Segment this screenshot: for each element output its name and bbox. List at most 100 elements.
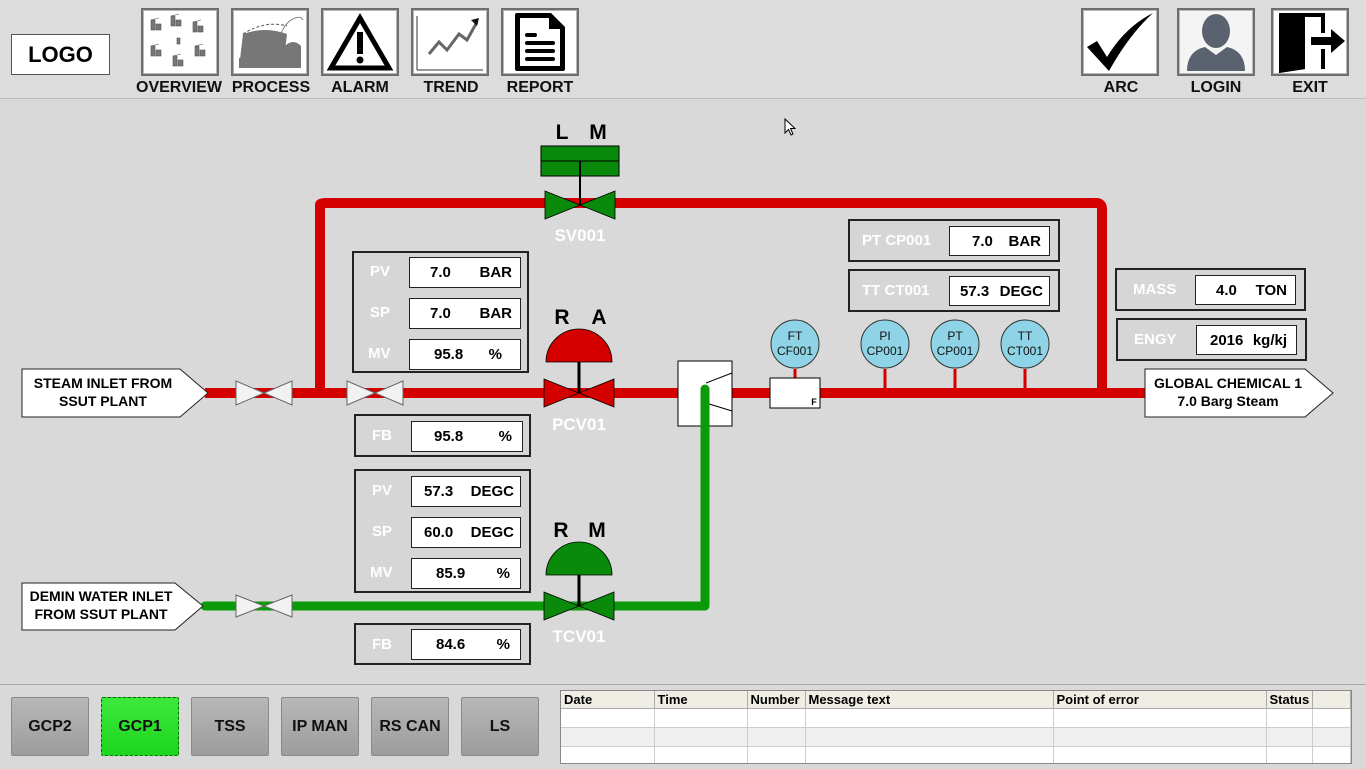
login-button[interactable] <box>1177 8 1255 76</box>
login-label: LOGIN <box>1190 79 1242 96</box>
arc-button[interactable] <box>1081 8 1159 76</box>
hand-valve[interactable] <box>235 594 293 618</box>
pcv01-mv-label: MV <box>368 345 391 362</box>
pcv01-mode-left: R <box>554 306 569 329</box>
tcv01-pv-field[interactable]: 57.3 DEGC <box>411 476 521 507</box>
svg-text:CP001: CP001 <box>867 344 904 358</box>
col-message-text[interactable]: Message text <box>805 691 1054 709</box>
engy-display: ENGY 2016 kg/kj <box>1116 318 1307 361</box>
outlet-line1: GLOBAL CHEMICAL 1 <box>1154 375 1302 391</box>
table-row[interactable] <box>561 727 1351 747</box>
pt-cp001-label: PT CP001 <box>862 232 932 249</box>
tab-tss[interactable]: TSS <box>191 697 269 756</box>
tab-gcp1[interactable]: GCP1 <box>101 697 179 756</box>
table-row[interactable] <box>561 708 1351 728</box>
tcv01-sp-field[interactable]: 60.0 DEGC <box>411 517 521 548</box>
instrument-tt-ct001[interactable]: TT CT001 <box>1000 319 1050 369</box>
tt-ct001-label: TT CT001 <box>862 282 930 299</box>
logo: LOGO <box>11 34 110 75</box>
instrument-pi-cp001[interactable]: PI CP001 <box>860 319 910 369</box>
factory-icon <box>239 16 304 68</box>
pcv01-tag: PCV01 <box>552 415 606 434</box>
alarm-table-header: Date Time Number Message text Point of e… <box>561 691 1351 709</box>
mass-label: MASS <box>1133 281 1177 298</box>
tcv01-mode-right: M <box>588 519 606 542</box>
pcv01-mv-field[interactable]: 95.8 % <box>409 339 521 370</box>
instrument-ft-cf001[interactable]: FT CF001 <box>770 319 820 369</box>
pcv01-sp-label: SP <box>370 304 391 321</box>
col-number[interactable]: Number <box>747 691 806 709</box>
tcv01-feedback: FB 84.6 % <box>354 623 531 665</box>
hand-valve[interactable] <box>235 380 293 406</box>
sv001-valve[interactable] <box>540 145 620 220</box>
pcv01-pv-field[interactable]: 7.0 BAR <box>409 257 521 288</box>
overview-button[interactable] <box>141 8 219 76</box>
plant-overview-icon <box>150 13 206 67</box>
pcv01-pv-label: PV <box>370 263 391 280</box>
document-icon <box>515 13 565 71</box>
pcv01-sp-field[interactable]: 7.0 BAR <box>409 298 521 329</box>
pcv01-fb-field: 95.8 % <box>411 421 523 452</box>
col-date[interactable]: Date <box>561 691 655 709</box>
overview-label: OVERVIEW <box>136 79 222 96</box>
trend-label: TREND <box>423 79 479 96</box>
svg-text:PI: PI <box>879 329 890 343</box>
hand-valve[interactable] <box>346 380 404 406</box>
tab-rs-can[interactable]: RS CAN <box>371 697 449 756</box>
process-button[interactable] <box>231 8 309 76</box>
svg-text:PT: PT <box>947 329 963 343</box>
pcv01-mode-right: A <box>591 306 606 329</box>
tt-ct001-display: TT CT001 57.3 DEGC <box>848 269 1060 312</box>
water-inlet-arrow <box>21 582 204 631</box>
report-label: REPORT <box>506 79 574 96</box>
trend-button[interactable] <box>411 8 489 76</box>
water-inlet-line1: DEMIN WATER INLET <box>30 588 173 604</box>
tab-ls[interactable]: LS <box>461 697 539 756</box>
col-status[interactable]: Status <box>1266 691 1314 709</box>
tab-ip-man[interactable]: IP MAN <box>281 697 359 756</box>
warning-triangle-icon <box>326 13 394 71</box>
exit-label: EXIT <box>1292 79 1328 96</box>
pt-cp001-field: 7.0 BAR <box>949 226 1050 256</box>
svg-text:CF001: CF001 <box>777 344 813 358</box>
alarm-button[interactable] <box>321 8 399 76</box>
col-time[interactable]: Time <box>654 691 748 709</box>
tcv01-fb-field: 84.6 % <box>411 629 521 660</box>
checkmark-icon <box>1087 13 1153 71</box>
alarm-table[interactable]: Date Time Number Message text Point of e… <box>560 690 1352 764</box>
exit-button[interactable] <box>1271 8 1349 76</box>
tcv01-faceplate: PV 57.3 DEGC SP 60.0 DEGC MV 85.9 % <box>354 469 531 593</box>
flow-element[interactable] <box>769 377 821 409</box>
engy-label: ENGY <box>1134 331 1177 348</box>
steam-inlet-line2: SSUT PLANT <box>59 393 147 409</box>
pid-svg: L M SV001 R A PCV01 R M TCV01 <box>21 121 1334 646</box>
table-row[interactable] <box>561 746 1351 763</box>
exit-door-icon <box>1279 13 1345 73</box>
report-button[interactable] <box>501 8 579 76</box>
tt-ct001-field: 57.3 DEGC <box>949 276 1050 306</box>
mass-field: 4.0 TON <box>1195 275 1296 305</box>
tcv01-mode-left: R <box>553 519 568 542</box>
user-icon <box>1187 14 1245 71</box>
tcv01-mv-field[interactable]: 85.9 % <box>411 558 521 589</box>
col-extra <box>1312 691 1351 709</box>
sv001-mode-right: M <box>589 121 607 144</box>
instrument-pt-cp001[interactable]: PT CP001 <box>930 319 980 369</box>
steam-bypass-pipe <box>315 198 1107 393</box>
tcv01-tag: TCV01 <box>553 627 606 646</box>
engy-field: 2016 kg/kj <box>1196 325 1297 355</box>
trend-chart-icon <box>416 16 483 71</box>
tcv01-fb-label: FB <box>372 636 392 653</box>
svg-text:CT001: CT001 <box>1007 344 1043 358</box>
tab-gcp2[interactable]: GCP2 <box>11 697 89 756</box>
process-diagram: L M SV001 R A PCV01 R M TCV01 <box>0 99 1366 683</box>
mass-display: MASS 4.0 TON <box>1115 268 1306 311</box>
tcv01-valve[interactable] <box>543 541 615 621</box>
col-point-of-error[interactable]: Point of error <box>1053 691 1267 709</box>
pcv01-valve[interactable] <box>543 328 615 408</box>
arc-label: ARC <box>1103 79 1139 96</box>
process-label: PROCESS <box>231 79 311 96</box>
alarm-label: ALARM <box>331 79 389 96</box>
svg-text:FT: FT <box>788 329 803 343</box>
outlet-line2: 7.0 Barg Steam <box>1177 393 1278 409</box>
